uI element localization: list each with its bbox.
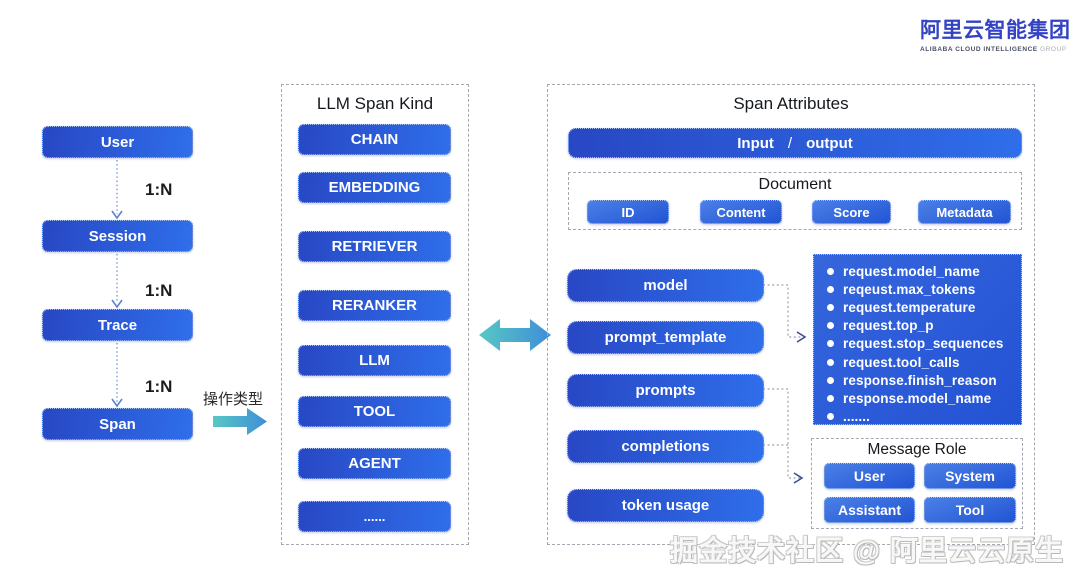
attr-item: request.tool_calls — [827, 353, 1015, 371]
param-model: model — [567, 269, 764, 302]
attr-item: request.top_p — [827, 317, 1015, 335]
bullet-icon — [827, 340, 834, 348]
alibaba-cloud-logo: 阿里云智能集团 ALIBABA CLOUD INTELLIGENCE GROUP — [920, 14, 1071, 53]
llm-span-kind-panel: LLM Span Kind CHAIN EMBEDDING RETRIEVER … — [281, 84, 469, 545]
attr-item: ....... — [827, 408, 1015, 426]
attr-item: request.model_name — [827, 262, 1015, 280]
span-kind-reranker: RERANKER — [298, 290, 451, 321]
span-kind-embedding: EMBEDDING — [298, 172, 451, 203]
span-attributes-panel: Span Attributes Input / output Document … — [547, 84, 1035, 545]
attr-item: response.model_name — [827, 389, 1015, 407]
relation-1n: 1:N — [145, 281, 173, 300]
logo-title: 阿里云智能集团 — [920, 19, 1071, 42]
doc-field-score: Score — [812, 200, 891, 224]
request-response-attr-box: request.model_name reqeust.max_tokens re… — [813, 254, 1022, 425]
role-tool: Tool — [924, 497, 1016, 523]
node-trace: Trace — [42, 309, 193, 341]
slash-separator: / — [787, 134, 793, 152]
double-arrow — [479, 319, 551, 351]
doc-field-metadata: Metadata — [918, 200, 1011, 224]
span-kind-agent: AGENT — [298, 448, 451, 479]
attr-item: request.temperature — [827, 298, 1015, 316]
param-connectors — [763, 284, 803, 479]
role-assistant: Assistant — [824, 497, 915, 523]
bullet-icon — [827, 394, 834, 402]
span-kind-ellipsis: ...... — [298, 501, 451, 532]
doc-field-content: Content — [700, 200, 782, 224]
param-prompts: prompts — [567, 374, 764, 407]
bullet-icon — [827, 376, 834, 384]
doc-field-id: ID — [587, 200, 669, 224]
attr-item: request.stop_sequences — [827, 335, 1015, 353]
document-title: Document — [758, 176, 832, 193]
span-kind-tool: TOOL — [298, 396, 451, 427]
param-prompt-template: prompt_template — [567, 321, 764, 354]
input-output-bar: Input / output — [568, 128, 1022, 158]
hierarchy-arrowheads — [111, 210, 123, 408]
relation-1n: 1:N — [145, 180, 173, 199]
bullet-icon — [827, 413, 834, 421]
bullet-icon — [827, 303, 834, 311]
node-user: User — [42, 126, 193, 158]
span-kind-retriever: RETRIEVER — [298, 231, 451, 262]
param-completions: completions — [567, 430, 764, 463]
param-connector-arrowheads — [793, 331, 807, 484]
attr-item: reqeust.max_tokens — [827, 280, 1015, 298]
node-span: Span — [42, 408, 193, 440]
llm-span-kind-title: LLM Span Kind — [316, 94, 434, 113]
watermark: 掘金技术社区 @ 阿里云云原生 — [670, 535, 1064, 566]
message-role-box: Message Role User System Assistant Tool — [811, 438, 1023, 529]
message-role-title: Message Role — [867, 441, 967, 458]
span-kind-chain: CHAIN — [298, 124, 451, 155]
relation-1n: 1:N — [145, 377, 173, 396]
span-kind-llm: LLM — [298, 345, 451, 376]
bullet-icon — [827, 358, 834, 366]
role-system: System — [924, 463, 1016, 489]
logo-subtitle: ALIBABA CLOUD INTELLIGENCE GROUP — [920, 46, 1067, 53]
param-token-usage: token usage — [567, 489, 764, 522]
node-session: Session — [42, 220, 193, 252]
document-box: Document ID Content Score Metadata — [568, 172, 1022, 230]
span-attributes-title: Span Attributes — [733, 94, 849, 113]
attr-item: response.finish_reason — [827, 371, 1015, 389]
bullet-icon — [827, 267, 834, 275]
bullet-icon — [827, 322, 834, 330]
role-user: User — [824, 463, 915, 489]
operation-type-label: 操作类型 — [203, 391, 264, 408]
bullet-icon — [827, 285, 834, 293]
operation-type-arrow — [213, 408, 267, 435]
